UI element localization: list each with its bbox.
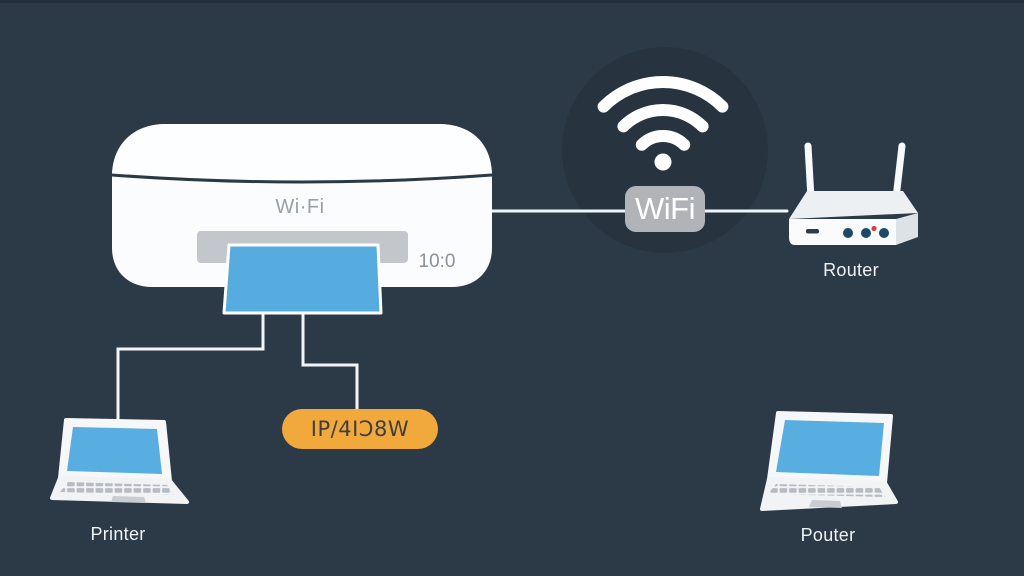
laptop-left-keyboard	[60, 482, 174, 495]
laptop-left-screen	[67, 427, 162, 474]
laptop-left-label: Printer	[90, 524, 146, 544]
line-paper-to-ip-badge	[301, 311, 359, 412]
wifi-dot	[654, 153, 672, 171]
router-label: Router	[823, 260, 879, 280]
printer-icon	[111, 124, 493, 315]
router-side-face	[896, 213, 918, 245]
router-led-1	[843, 228, 853, 238]
router-antenna-right	[892, 142, 906, 202]
laptop-icon-right	[760, 411, 898, 511]
wifi-arc-inner	[635, 130, 691, 151]
wifi-badge-label: WiFi	[635, 191, 695, 226]
printer-display-text: 10:0	[418, 251, 456, 272]
laptop-right-trackpad	[809, 500, 842, 508]
router-led-2	[861, 228, 871, 238]
laptop-left-trackpad	[111, 496, 146, 503]
ip-badge-label: IP/4IƆ8W	[310, 417, 410, 441]
router-icon	[789, 142, 918, 245]
wifi-badge: WiFi	[625, 186, 705, 232]
printer-lid-seam	[111, 173, 493, 184]
laptop-right-label: Pouter	[800, 525, 856, 545]
wifi-signal-icon	[597, 75, 729, 171]
printer-paper-sheet	[222, 243, 383, 315]
line-paper-to-laptop	[116, 311, 265, 422]
router-top-face	[789, 191, 918, 219]
router-led-3	[879, 228, 889, 238]
wifi-arc-middle	[617, 104, 709, 133]
printer-wifi-label: Wi·Fi	[275, 196, 325, 218]
router-front-face	[789, 219, 896, 245]
ip-address-badge: IP/4IƆ8W	[282, 409, 438, 449]
router-antenna-left	[804, 142, 815, 202]
printer-lid	[112, 124, 492, 182]
top-edge-shade	[0, 0, 1024, 3]
router-alert-led	[871, 225, 877, 232]
wifi-arc-outer	[597, 75, 729, 113]
laptop-right-screen	[776, 420, 884, 476]
laptop-right-keyboard	[768, 484, 885, 497]
connection-lines	[116, 209, 789, 422]
laptop-icon-left	[50, 418, 189, 504]
router-port-slot	[806, 229, 819, 234]
